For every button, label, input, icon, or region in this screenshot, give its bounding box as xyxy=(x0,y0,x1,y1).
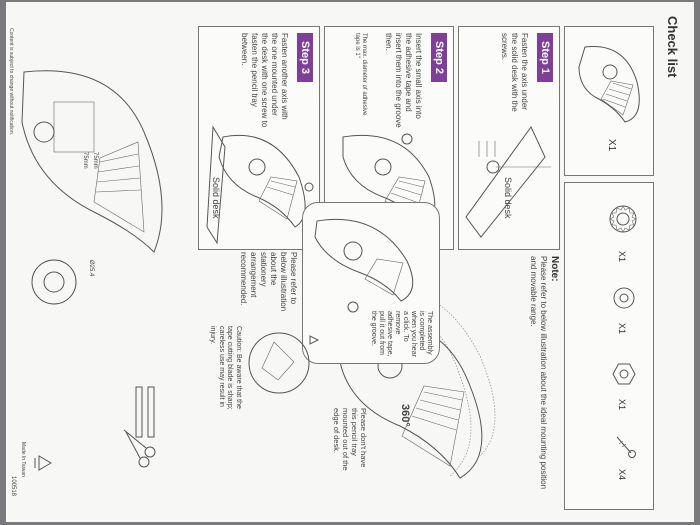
step2-text: Insert the small axis into the adhesive … xyxy=(384,33,423,128)
assembly-text: The assembly is completed when you hear … xyxy=(370,311,433,357)
screw-icon xyxy=(616,436,636,458)
step3-desk-label: Solid desk xyxy=(211,177,221,219)
caution-illustration xyxy=(248,332,320,394)
tray-panel: X1 xyxy=(564,26,654,176)
recycle-icon xyxy=(34,455,52,471)
step2-label: Step 2 xyxy=(431,33,447,83)
footer-made-in: Made In Taiwan xyxy=(20,442,26,477)
stationery-dim-3: Ø25.4 xyxy=(88,260,94,277)
caution-text: Caution: Be aware that the tape cutting … xyxy=(209,326,243,410)
rotated-content: Check list X1 X1 X1 xyxy=(6,2,694,522)
step1-text: Fasten the axis under the solid desk wit… xyxy=(500,33,529,112)
hex-nut-icon xyxy=(612,363,636,385)
checklist-parts-panel: X1 X1 X1 X4 xyxy=(564,182,654,510)
tray-qty: X1 xyxy=(606,139,617,152)
checklist-qty: X1 xyxy=(617,399,627,411)
checklist-title: Check list xyxy=(665,16,680,78)
stationery-illustration xyxy=(21,70,163,253)
step3-illustration xyxy=(206,125,314,245)
footer-disclaimer: Content is subject to change without not… xyxy=(8,28,14,136)
pencil-tray-icon xyxy=(578,45,640,123)
step1-desk-label: Solid desk xyxy=(503,177,513,219)
assembly-panel: The assembly is completed when you hear … xyxy=(302,202,440,364)
checklist-qty: X4 xyxy=(617,469,627,481)
footer-code: 100518 xyxy=(10,476,16,497)
instruction-sheet: Check list X1 X1 X1 xyxy=(6,2,694,522)
checklist-qty: X1 xyxy=(617,251,627,263)
stationery-text: Please refer to below illustration about… xyxy=(239,252,298,312)
step2-note: The max. diameter of adhesive tape is 1" xyxy=(354,33,367,116)
note-text: Please refer to below illustration about… xyxy=(529,256,548,490)
note-label: Note: xyxy=(549,256,560,282)
stationery-dim-2: 75mm xyxy=(82,152,88,169)
rotation-warning: Please don't have this pencil tray mount… xyxy=(332,408,368,471)
step1-label: Step 1 xyxy=(537,33,553,83)
rotation-degrees: 360° xyxy=(399,404,411,427)
tape-roll-illustration xyxy=(31,259,77,305)
assembly-illustration xyxy=(314,218,414,313)
stationery-dim-1: 75mm xyxy=(92,152,98,169)
checklist-qty: X1 xyxy=(617,323,627,335)
round-nut-icon xyxy=(613,287,635,309)
step1-panel: Step 1 Fasten the axis under the solid d… xyxy=(458,26,560,250)
step1-illustration xyxy=(465,126,551,238)
rosette-clamp-icon xyxy=(609,205,637,233)
step3-panel: Step 3 Fasten another axis with the one … xyxy=(198,26,320,250)
stationery-tools-illustration xyxy=(123,386,156,468)
step3-label: Step 3 xyxy=(297,33,313,83)
step3-text: Fasten another axis with the one mounted… xyxy=(240,33,289,128)
